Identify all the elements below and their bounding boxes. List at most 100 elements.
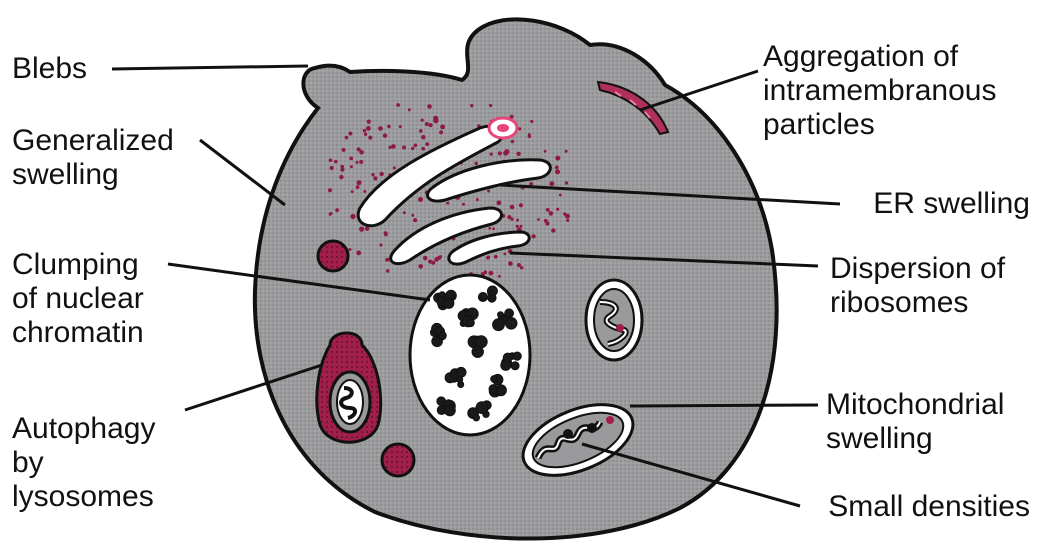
chromatin-clump xyxy=(457,376,463,382)
ribosome-dot xyxy=(516,225,519,228)
ribosome-dot xyxy=(393,166,396,169)
ribosome-dot xyxy=(528,134,532,138)
ribosome-dot xyxy=(433,118,438,123)
ribosome-dot xyxy=(413,218,417,222)
dense-body xyxy=(318,241,348,271)
ribosome-dot xyxy=(546,222,550,226)
ribosome-dot xyxy=(350,165,353,168)
ribosome-dot xyxy=(425,122,429,126)
cell-body xyxy=(255,19,777,538)
ribosome-dot xyxy=(365,227,369,231)
ribosome-dot xyxy=(414,144,418,148)
ribosome-dot xyxy=(348,132,352,136)
ribosome-dot xyxy=(340,165,344,169)
ribosome-dot xyxy=(357,180,362,185)
ribosome-dot xyxy=(446,202,449,205)
ribosome-dot xyxy=(490,153,493,156)
ribosome-dot xyxy=(537,218,540,221)
ribosome-dot xyxy=(421,119,424,122)
chromatin-clump xyxy=(488,286,498,296)
ribosome-dot xyxy=(366,126,371,131)
ribosome-dot xyxy=(364,133,367,136)
ribosome-dot xyxy=(516,219,519,222)
chromatin-clump xyxy=(511,362,519,370)
ribosome-dot xyxy=(329,159,333,163)
ribosome-dot xyxy=(371,173,374,176)
ribosome-dot xyxy=(476,198,479,201)
ribosome-dot xyxy=(565,150,568,153)
ribosome-dot xyxy=(551,228,555,232)
label-small-densities: Small densities xyxy=(828,490,1030,524)
ribosome-dot xyxy=(427,104,432,109)
ribosome-dot xyxy=(532,234,536,238)
ribosome-dot xyxy=(555,166,559,170)
ribosome-dot xyxy=(411,214,414,217)
ribosome-dot xyxy=(383,134,387,138)
ribosome-dot xyxy=(389,146,392,149)
ribosome-dot xyxy=(425,142,429,146)
ribosome-dot xyxy=(351,190,354,193)
leader-blebs xyxy=(112,66,308,69)
ribosome-dot xyxy=(507,215,511,219)
ribosome-dot xyxy=(559,194,562,197)
ribosome-dot xyxy=(434,257,439,262)
ribosome-dot xyxy=(378,126,383,131)
mitochondrion xyxy=(586,280,642,360)
chromatin-clump xyxy=(444,298,454,308)
leader-mitochondrial-swelling xyxy=(630,405,818,406)
ribosome-dot xyxy=(356,185,360,189)
label-autophagy-lysosomes: Autophagy by lysosomes xyxy=(12,412,155,514)
label-dispersion-ribosomes: Dispersion of ribosomes xyxy=(830,252,1005,320)
ribosome-dot xyxy=(530,120,533,123)
ribosome-dot xyxy=(511,140,515,144)
ribosome-dot xyxy=(508,261,513,266)
ribosome-dot xyxy=(335,208,339,212)
ribosome-dot xyxy=(503,253,506,256)
ribosome-dot xyxy=(439,130,443,134)
ribosome-dot xyxy=(419,129,423,133)
ribosome-dot xyxy=(384,231,388,235)
ribosome-dot xyxy=(421,147,425,151)
ribosome-dot xyxy=(345,136,349,140)
ribosome-dot xyxy=(403,211,406,214)
ribosome-dot xyxy=(486,256,489,259)
chromatin-clump xyxy=(505,309,514,318)
label-clumping-nuclear-chromatin: Clumping of nuclear chromatin xyxy=(12,248,144,350)
ribosome-dot xyxy=(492,227,495,230)
chromatin-clump xyxy=(439,332,446,339)
chromatin-clump xyxy=(489,385,498,394)
chromatin-clump xyxy=(473,415,479,421)
chromatin-clump xyxy=(445,405,456,416)
ribosome-dot xyxy=(356,161,359,164)
ribosome-dot xyxy=(367,120,371,124)
ribosome-dot xyxy=(487,190,490,193)
ribosome-dot xyxy=(510,205,515,210)
ribosome-dot xyxy=(474,162,478,166)
ribosome-dot xyxy=(368,136,372,140)
chromatin-clump xyxy=(467,319,475,327)
myelin-figure xyxy=(489,118,517,138)
chromatin-clump xyxy=(503,353,512,362)
ribosome-dot xyxy=(373,176,377,180)
ribosome-dot xyxy=(440,125,445,130)
ribosome-dot xyxy=(544,150,547,153)
ribosome-dot xyxy=(386,269,389,272)
ribosome-dot xyxy=(497,200,502,205)
ribosome-dot xyxy=(359,160,363,164)
ribosome-dot xyxy=(498,151,502,155)
dense-body xyxy=(382,444,414,476)
ribosome-dot xyxy=(520,225,523,228)
label-mitochondrial-swelling: Mitochondrial swelling xyxy=(826,388,1004,456)
ribosome-dot xyxy=(385,258,389,262)
ribosome-dot xyxy=(516,152,520,156)
ribosome-dot xyxy=(546,208,550,212)
ribosome-dot xyxy=(549,211,554,216)
ribosome-dot xyxy=(494,255,498,259)
chromatin-clump xyxy=(493,319,505,331)
ribosome-dot xyxy=(439,255,442,258)
ribosome-dot xyxy=(348,248,351,251)
label-er-swelling: ER swelling xyxy=(873,187,1030,221)
chromatin-clump xyxy=(472,346,483,357)
ribosome-dot xyxy=(488,227,491,230)
ribosome-dot xyxy=(556,208,559,211)
